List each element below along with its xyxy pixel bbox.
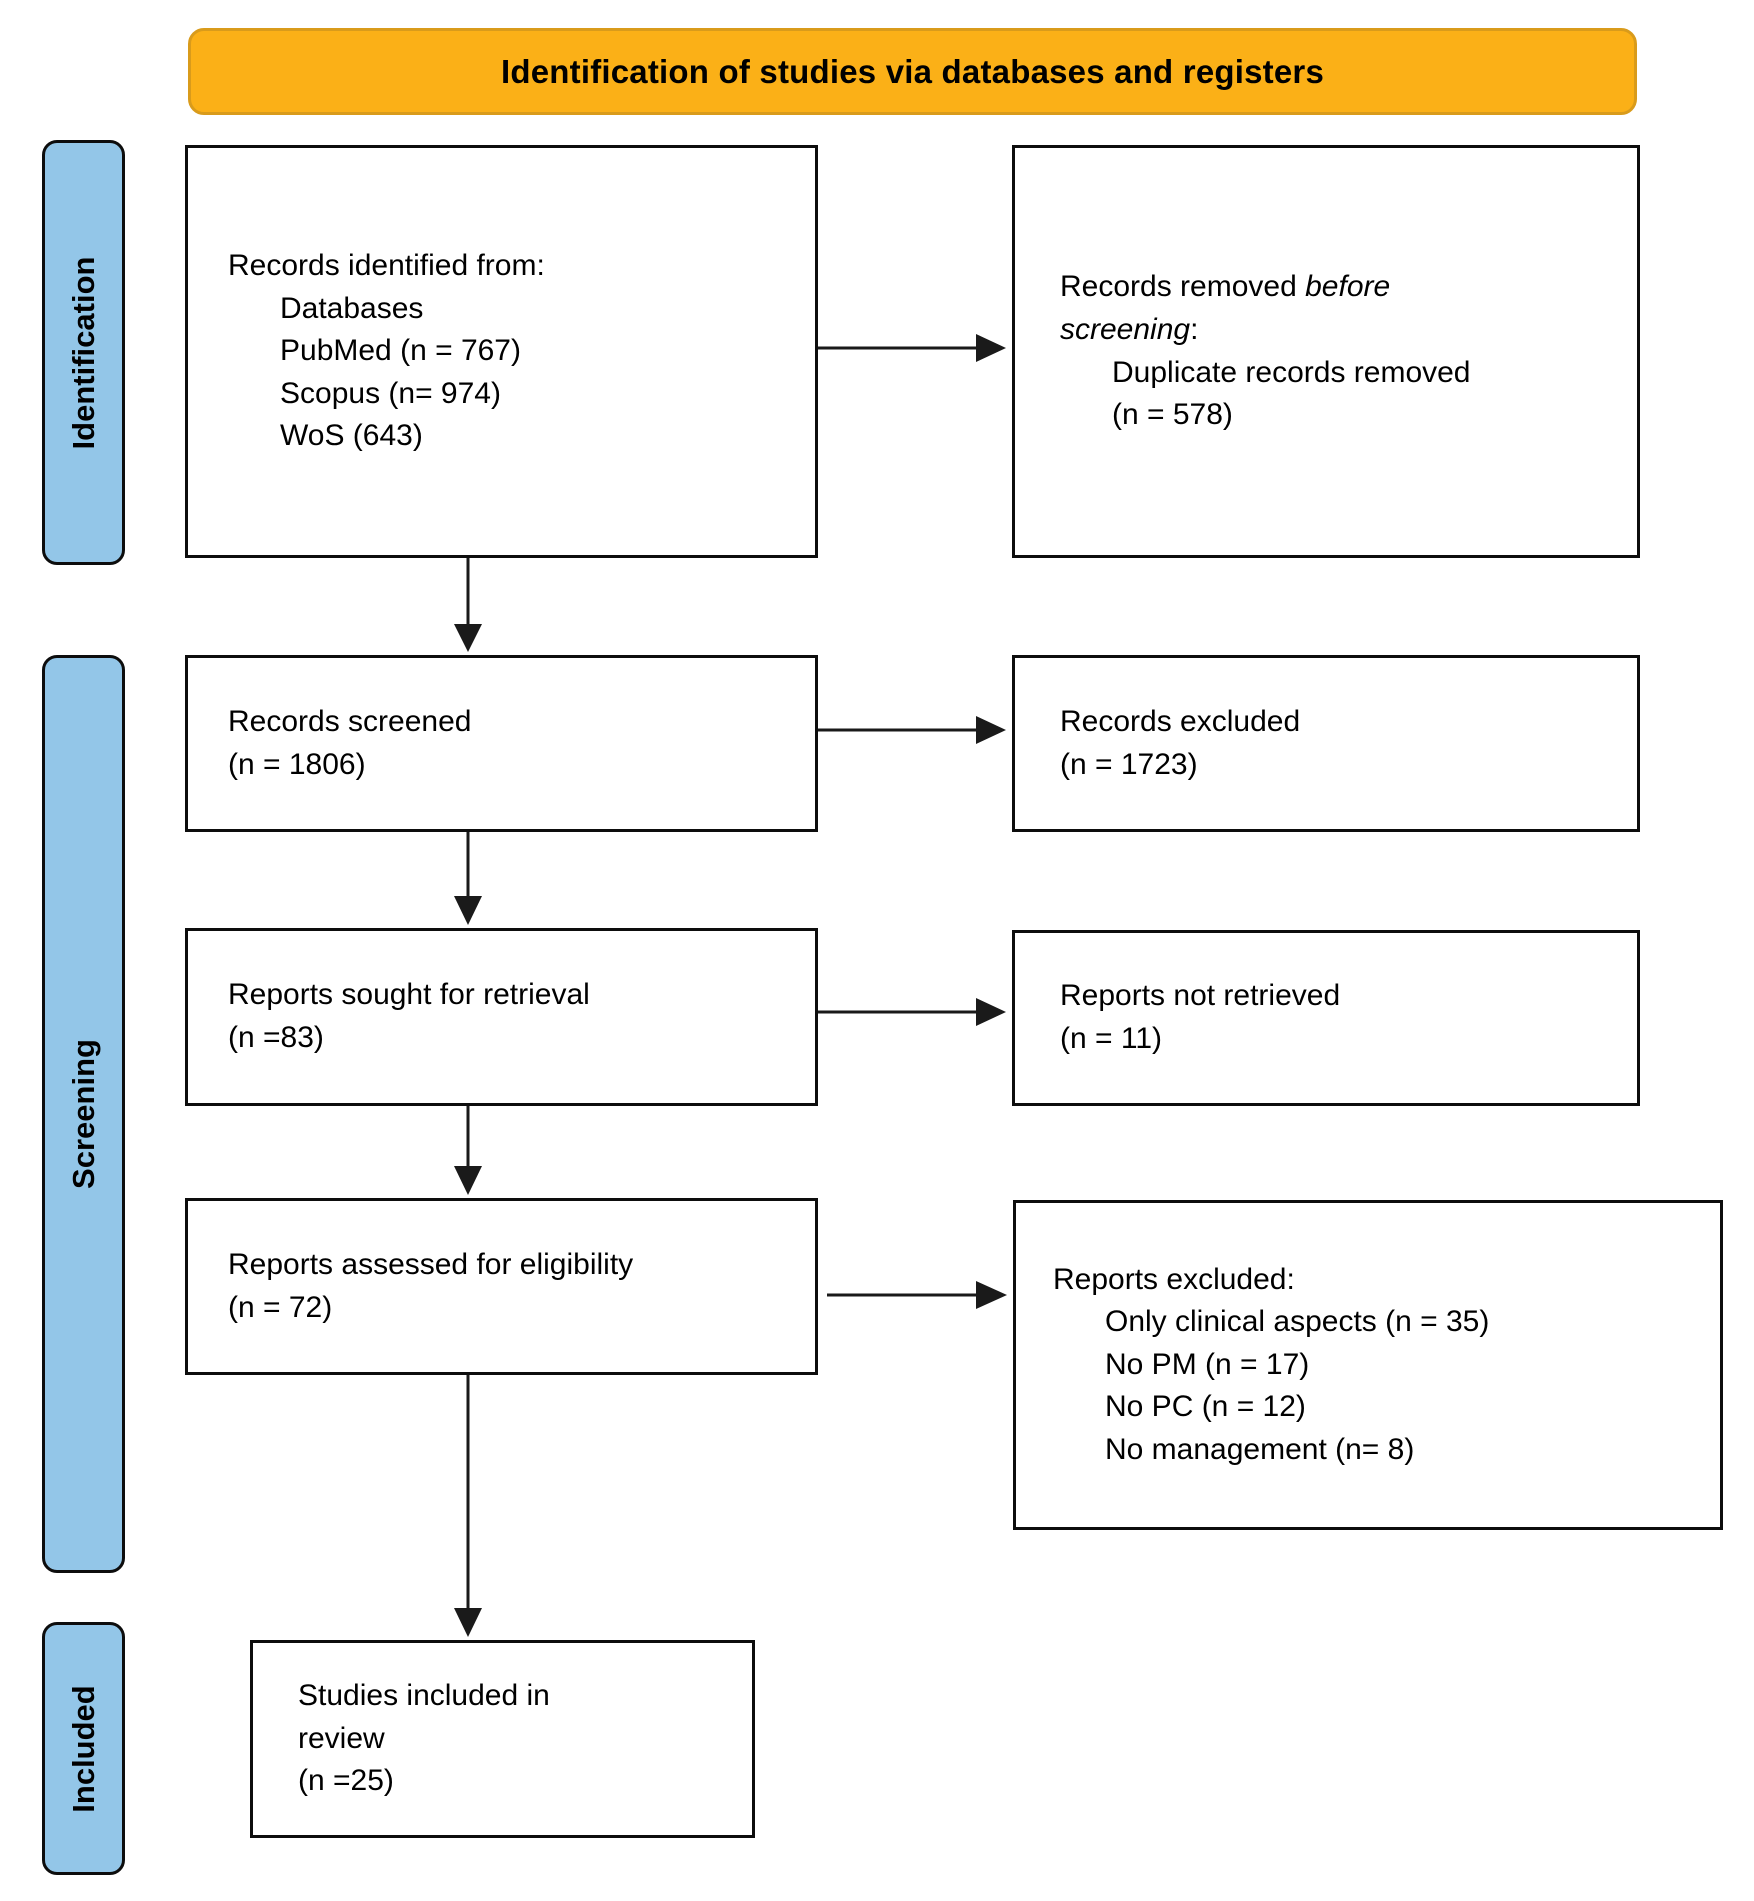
removed-heading-italic: before screening [1060,270,1391,346]
removed-heading-colon: : [1190,312,1199,346]
phase-bar-included: Included [42,1622,125,1875]
identified-item-pubmed: PubMed (n = 767) [280,334,521,368]
excluded-line-2: (n = 1723) [1060,747,1198,781]
included-line-1: Studies included in [298,1679,550,1713]
box-records-excluded: Records excluded (n = 1723) [1012,655,1640,832]
box-reports-assessed: Reports assessed for eligibility (n = 72… [185,1198,818,1375]
arrow-sought-to-not-retrieved [818,998,1006,1026]
box-reports-not-retrieved: Reports not retrieved (n = 11) [1012,930,1640,1106]
not-retrieved-line-1: Reports not retrieved [1060,979,1341,1013]
box-records-identified: Records identified from: Databases PubMe… [185,145,818,558]
reports-excluded-item-no-management: No management (n= 8) [1105,1432,1415,1466]
box-records-screened: Records screened (n = 1806) [185,655,818,832]
not-retrieved-line-2: (n = 11) [1060,1022,1162,1055]
box-studies-included: Studies included in review (n =25) [250,1640,755,1838]
removed-item-duplicates: Duplicate records removed [1112,355,1471,389]
arrow-screened-to-excluded [818,716,1006,744]
box-reports-excluded: Reports excluded: Only clinical aspects … [1013,1200,1723,1530]
removed-item-count: (n = 578) [1112,398,1233,432]
reports-excluded-item-clinical: Only clinical aspects (n = 35) [1105,1305,1490,1339]
phase-label-screening: Screening [65,1039,101,1189]
phase-bar-identification: Identification [42,140,125,565]
included-line-2: review [298,1721,385,1755]
box-records-removed-heading: Records removed before screening: [1060,266,1517,351]
assessed-line-1: Reports assessed for eligibility [228,1247,634,1281]
included-line-3: (n =25) [298,1764,394,1798]
diagram-title: Identification of studies via databases … [501,52,1324,90]
arrow-assessed-to-included [454,1375,482,1637]
phase-label-identification: Identification [65,256,101,449]
phase-bar-screening: Screening [42,655,125,1573]
box-records-removed: Records removed before screening: Duplic… [1012,145,1640,558]
identified-item-scopus: Scopus (n= 974) [280,376,501,410]
identified-item-wos: WoS (643) [280,419,423,453]
removed-heading-plain: Records removed [1060,270,1306,304]
assessed-line-2: (n = 72) [228,1290,333,1324]
arrow-identified-to-removed [818,334,1006,362]
arrow-assessed-to-reports-excluded [827,1281,1007,1309]
screened-line-2: (n = 1806) [228,747,366,781]
arrow-screened-to-sought [454,832,482,925]
diagram-title-banner: Identification of studies via databases … [188,28,1637,115]
sought-line-1: Reports sought for retrieval [228,978,590,1012]
identified-item-databases: Databases [280,291,424,325]
arrow-identified-to-screened [454,558,482,652]
phase-label-included: Included [65,1684,101,1813]
reports-excluded-item-no-pc: No PC (n = 12) [1105,1390,1306,1424]
box-reports-sought: Reports sought for retrieval (n =83) [185,928,818,1106]
box-records-identified-heading: Records identified from: [228,249,545,283]
excluded-line-1: Records excluded [1060,704,1301,738]
screened-line-1: Records screened [228,704,472,738]
arrow-sought-to-assessed [454,1106,482,1195]
sought-line-2: (n =83) [228,1021,324,1054]
reports-excluded-heading: Reports excluded: [1053,1262,1295,1296]
reports-excluded-item-no-pm: No PM (n = 17) [1105,1347,1310,1381]
